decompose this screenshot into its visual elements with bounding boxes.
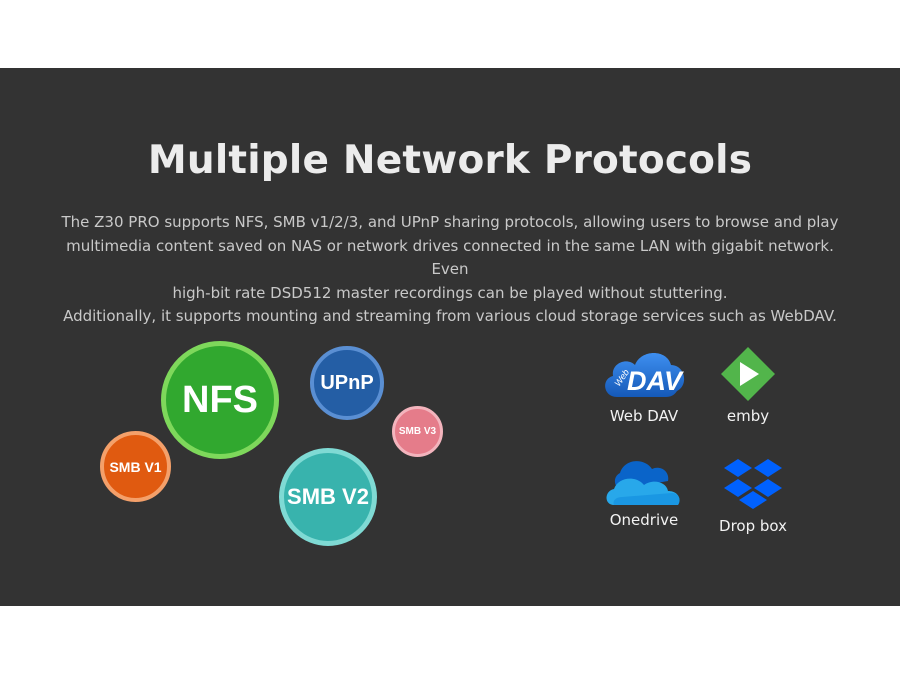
dark-banner [0,68,900,606]
nfs-bubble: NFS [161,341,279,459]
description: The Z30 PRO supports NFS, SMB v1/2/3, an… [60,211,840,329]
onedrive-label: Onedrive [609,511,679,529]
onedrive-service: Onedrive [589,455,699,529]
description-line: multimedia content saved on NAS or netwo… [66,236,834,279]
onedrive-cloud-icon [606,461,680,505]
webdav-label: Web DAV [609,407,679,425]
smb-v3-bubble: SMB V3 [392,406,443,457]
smb-v2-bubble: SMB V2 [279,448,377,546]
dropbox-service: Drop box [698,455,808,535]
page-title: Multiple Network Protocols [147,138,753,183]
webdav-logo-text: DAV [627,366,684,396]
webdav-service: Web DAV Web DAV [589,345,699,425]
dropbox-box-icon [724,459,782,509]
webdav-cloud-icon: Web DAV [605,353,685,397]
emby-play-icon [721,347,775,401]
upnp-bubble: UPnP [310,346,384,420]
description-line: high-bit rate DSD512 master recordings c… [172,283,728,302]
dropbox-label: Drop box [719,517,787,535]
description-line: Additionally, it supports mounting and s… [63,307,837,325]
description-line: The Z30 PRO supports NFS, SMB v1/2/3, an… [61,213,839,231]
smb-v1-bubble: SMB V1 [100,431,171,502]
emby-service: emby [693,345,803,425]
emby-label: emby [726,407,770,425]
